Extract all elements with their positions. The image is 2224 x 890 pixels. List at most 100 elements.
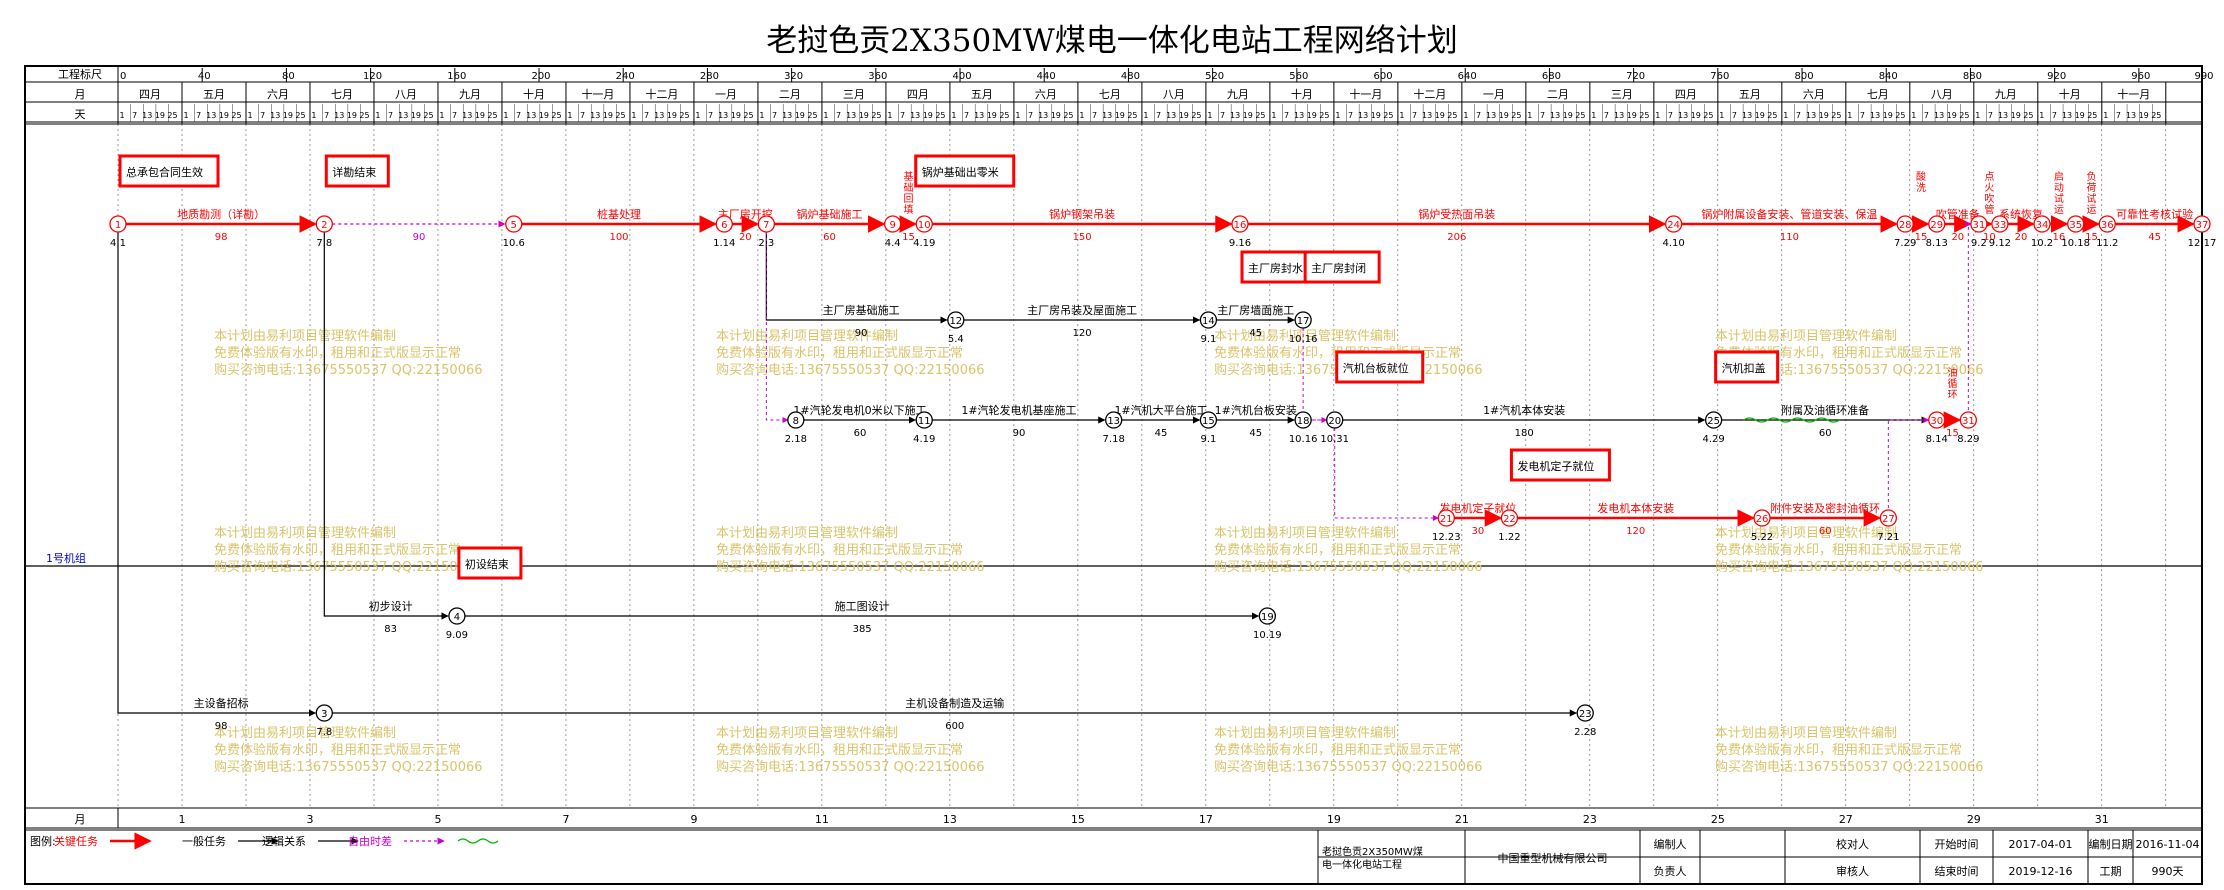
bottom-month-number: 29 bbox=[1967, 813, 1981, 826]
day-label: 13 bbox=[1870, 111, 1880, 120]
month-label: 二月 bbox=[779, 88, 801, 101]
day-label: 19 bbox=[1691, 111, 1701, 120]
day-label: 7 bbox=[1732, 111, 1737, 120]
node-circle bbox=[2098, 215, 2116, 233]
milestone-label: 锅炉基础出零米 bbox=[922, 165, 999, 179]
info-label: 编制日期 bbox=[2089, 837, 2133, 851]
node-number: 3 bbox=[321, 709, 327, 720]
activity-duration: 110 bbox=[1780, 232, 1799, 243]
activity-duration: 385 bbox=[853, 624, 872, 635]
scale-tick-label: 600 bbox=[1373, 71, 1392, 82]
activity-duration: 60 bbox=[1819, 428, 1832, 439]
bottom-month-number: 1 bbox=[178, 813, 185, 826]
node-date: 1.14 bbox=[713, 238, 735, 249]
watermark-text: 免费体验版有水印，租用和正式版显示正常 bbox=[716, 345, 963, 361]
month-label: 四月 bbox=[1675, 88, 1697, 101]
node-number: 19 bbox=[1261, 612, 1274, 623]
activity-name: 1#汽机台板安装 bbox=[1215, 403, 1297, 417]
node-date: 10.6 bbox=[503, 238, 525, 249]
milestone-label: 主厂房封闭 bbox=[1311, 261, 1366, 275]
node-circle bbox=[1199, 411, 1218, 429]
activity-arrow bbox=[323, 232, 449, 620]
info-value: 2019-12-16 bbox=[2009, 865, 2073, 878]
node-date: 9.2 bbox=[1971, 238, 1987, 249]
logic-link bbox=[1887, 417, 1930, 526]
day-label: 13 bbox=[1486, 111, 1496, 120]
node-number: 31 bbox=[1972, 220, 1985, 231]
activity-name: 点 bbox=[1984, 171, 1994, 183]
day-label: 25 bbox=[1255, 111, 1265, 120]
watermark-text: 免费体验版有水印，租用和正式版显示正常 bbox=[214, 345, 461, 361]
watermark-text: 购买咨询电话:13675550537 QQ:22150066 bbox=[1715, 559, 1984, 575]
node-date: 7.29 bbox=[1894, 238, 1916, 249]
month-label: 五月 bbox=[1739, 88, 1761, 101]
scale-tick-label: 680 bbox=[1542, 71, 1561, 82]
node-circle bbox=[1105, 411, 1123, 429]
milestone-box bbox=[1714, 350, 1780, 384]
day-label: 7 bbox=[1540, 111, 1545, 120]
node-date: 5.4 bbox=[948, 334, 964, 345]
activity-name: 主厂房墙面施工 bbox=[1217, 303, 1294, 317]
activity-name: 1#汽轮发电机基座施工 bbox=[961, 403, 1076, 417]
node-number: 16 bbox=[1234, 220, 1247, 231]
node-number: 25 bbox=[1707, 416, 1720, 427]
node-date: 2.18 bbox=[785, 434, 807, 445]
activity-duration: 15 bbox=[902, 232, 915, 243]
node-date: 1.22 bbox=[1498, 532, 1520, 543]
node-number: 31 bbox=[1962, 416, 1975, 427]
activity-name: 锅炉钢架吊装 bbox=[1049, 208, 1115, 221]
bottom-month-number: 13 bbox=[943, 813, 957, 826]
info-label: 校对人 bbox=[1836, 837, 1869, 851]
legend-swatch bbox=[457, 838, 499, 844]
day-label: 25 bbox=[1703, 111, 1713, 120]
bottom-row-label: 月 bbox=[75, 813, 86, 826]
activity-name: 主机设备制造及运输 bbox=[905, 696, 1004, 710]
watermark-text: 免费体验版有水印，租用和正式版显示正常 bbox=[214, 542, 461, 558]
node-date: 10.2 bbox=[2031, 238, 2053, 249]
scale-tick-label: 720 bbox=[1626, 71, 1645, 82]
node-date: 10.18 bbox=[2061, 238, 2090, 249]
node-date: 7.8 bbox=[316, 727, 332, 738]
node-date: 2.3 bbox=[758, 238, 774, 249]
day-label: 25 bbox=[1383, 111, 1393, 120]
day-label: 1 bbox=[1015, 111, 1020, 120]
day-label: 7 bbox=[1476, 111, 1481, 120]
month-label: 十一月 bbox=[1349, 87, 1382, 101]
day-label: 7 bbox=[900, 111, 905, 120]
activity-name: 础 bbox=[903, 182, 913, 194]
node-date: 10.31 bbox=[1320, 434, 1349, 445]
scale-tick-label: 320 bbox=[784, 71, 803, 82]
month-label: 八月 bbox=[395, 88, 417, 101]
node-number: 17 bbox=[1297, 316, 1310, 327]
month-label: 三月 bbox=[1611, 88, 1633, 101]
day-label: 1 bbox=[503, 111, 508, 120]
node-number: 10 bbox=[918, 220, 931, 231]
watermark-text: 免费体验版有水印，租用和正式版显示正常 bbox=[1715, 542, 1962, 558]
node-number: 2 bbox=[321, 220, 327, 231]
day-label: 7 bbox=[580, 111, 585, 120]
node-date: 9.09 bbox=[446, 630, 468, 641]
day-label: 7 bbox=[196, 111, 201, 120]
activity-name: 循 bbox=[1948, 377, 1958, 390]
day-label: 19 bbox=[2011, 111, 2021, 120]
watermark-text: 免费体验版有水印，租用和正式版显示正常 bbox=[214, 742, 461, 758]
bottom-month-number: 7 bbox=[562, 813, 569, 826]
activity-name: 洗 bbox=[1916, 182, 1926, 194]
node-number: 21 bbox=[1440, 514, 1453, 525]
node-circle bbox=[1500, 509, 1519, 527]
node-circle bbox=[1576, 704, 1594, 722]
watermark-text: 本计划由易利项目管理软件编制 bbox=[1715, 726, 1897, 741]
node-date: 8.29 bbox=[1957, 434, 1979, 445]
scale-tick-label: 280 bbox=[700, 71, 719, 82]
logic-link bbox=[765, 232, 789, 423]
day-label: 13 bbox=[1998, 111, 2008, 120]
watermark-text: 本计划由易利项目管理软件编制 bbox=[214, 329, 396, 344]
milestone-label: 发电机定子就位 bbox=[1517, 459, 1594, 473]
node-number: 11 bbox=[918, 416, 931, 427]
month-label: 十一月 bbox=[581, 87, 614, 101]
day-label: 25 bbox=[487, 111, 497, 120]
activity-name: 吹管准备 bbox=[1936, 207, 1980, 221]
node-date: 11.2 bbox=[2096, 238, 2118, 249]
node-date: 5.22 bbox=[1751, 532, 1773, 543]
day-label: 13 bbox=[1166, 111, 1176, 120]
